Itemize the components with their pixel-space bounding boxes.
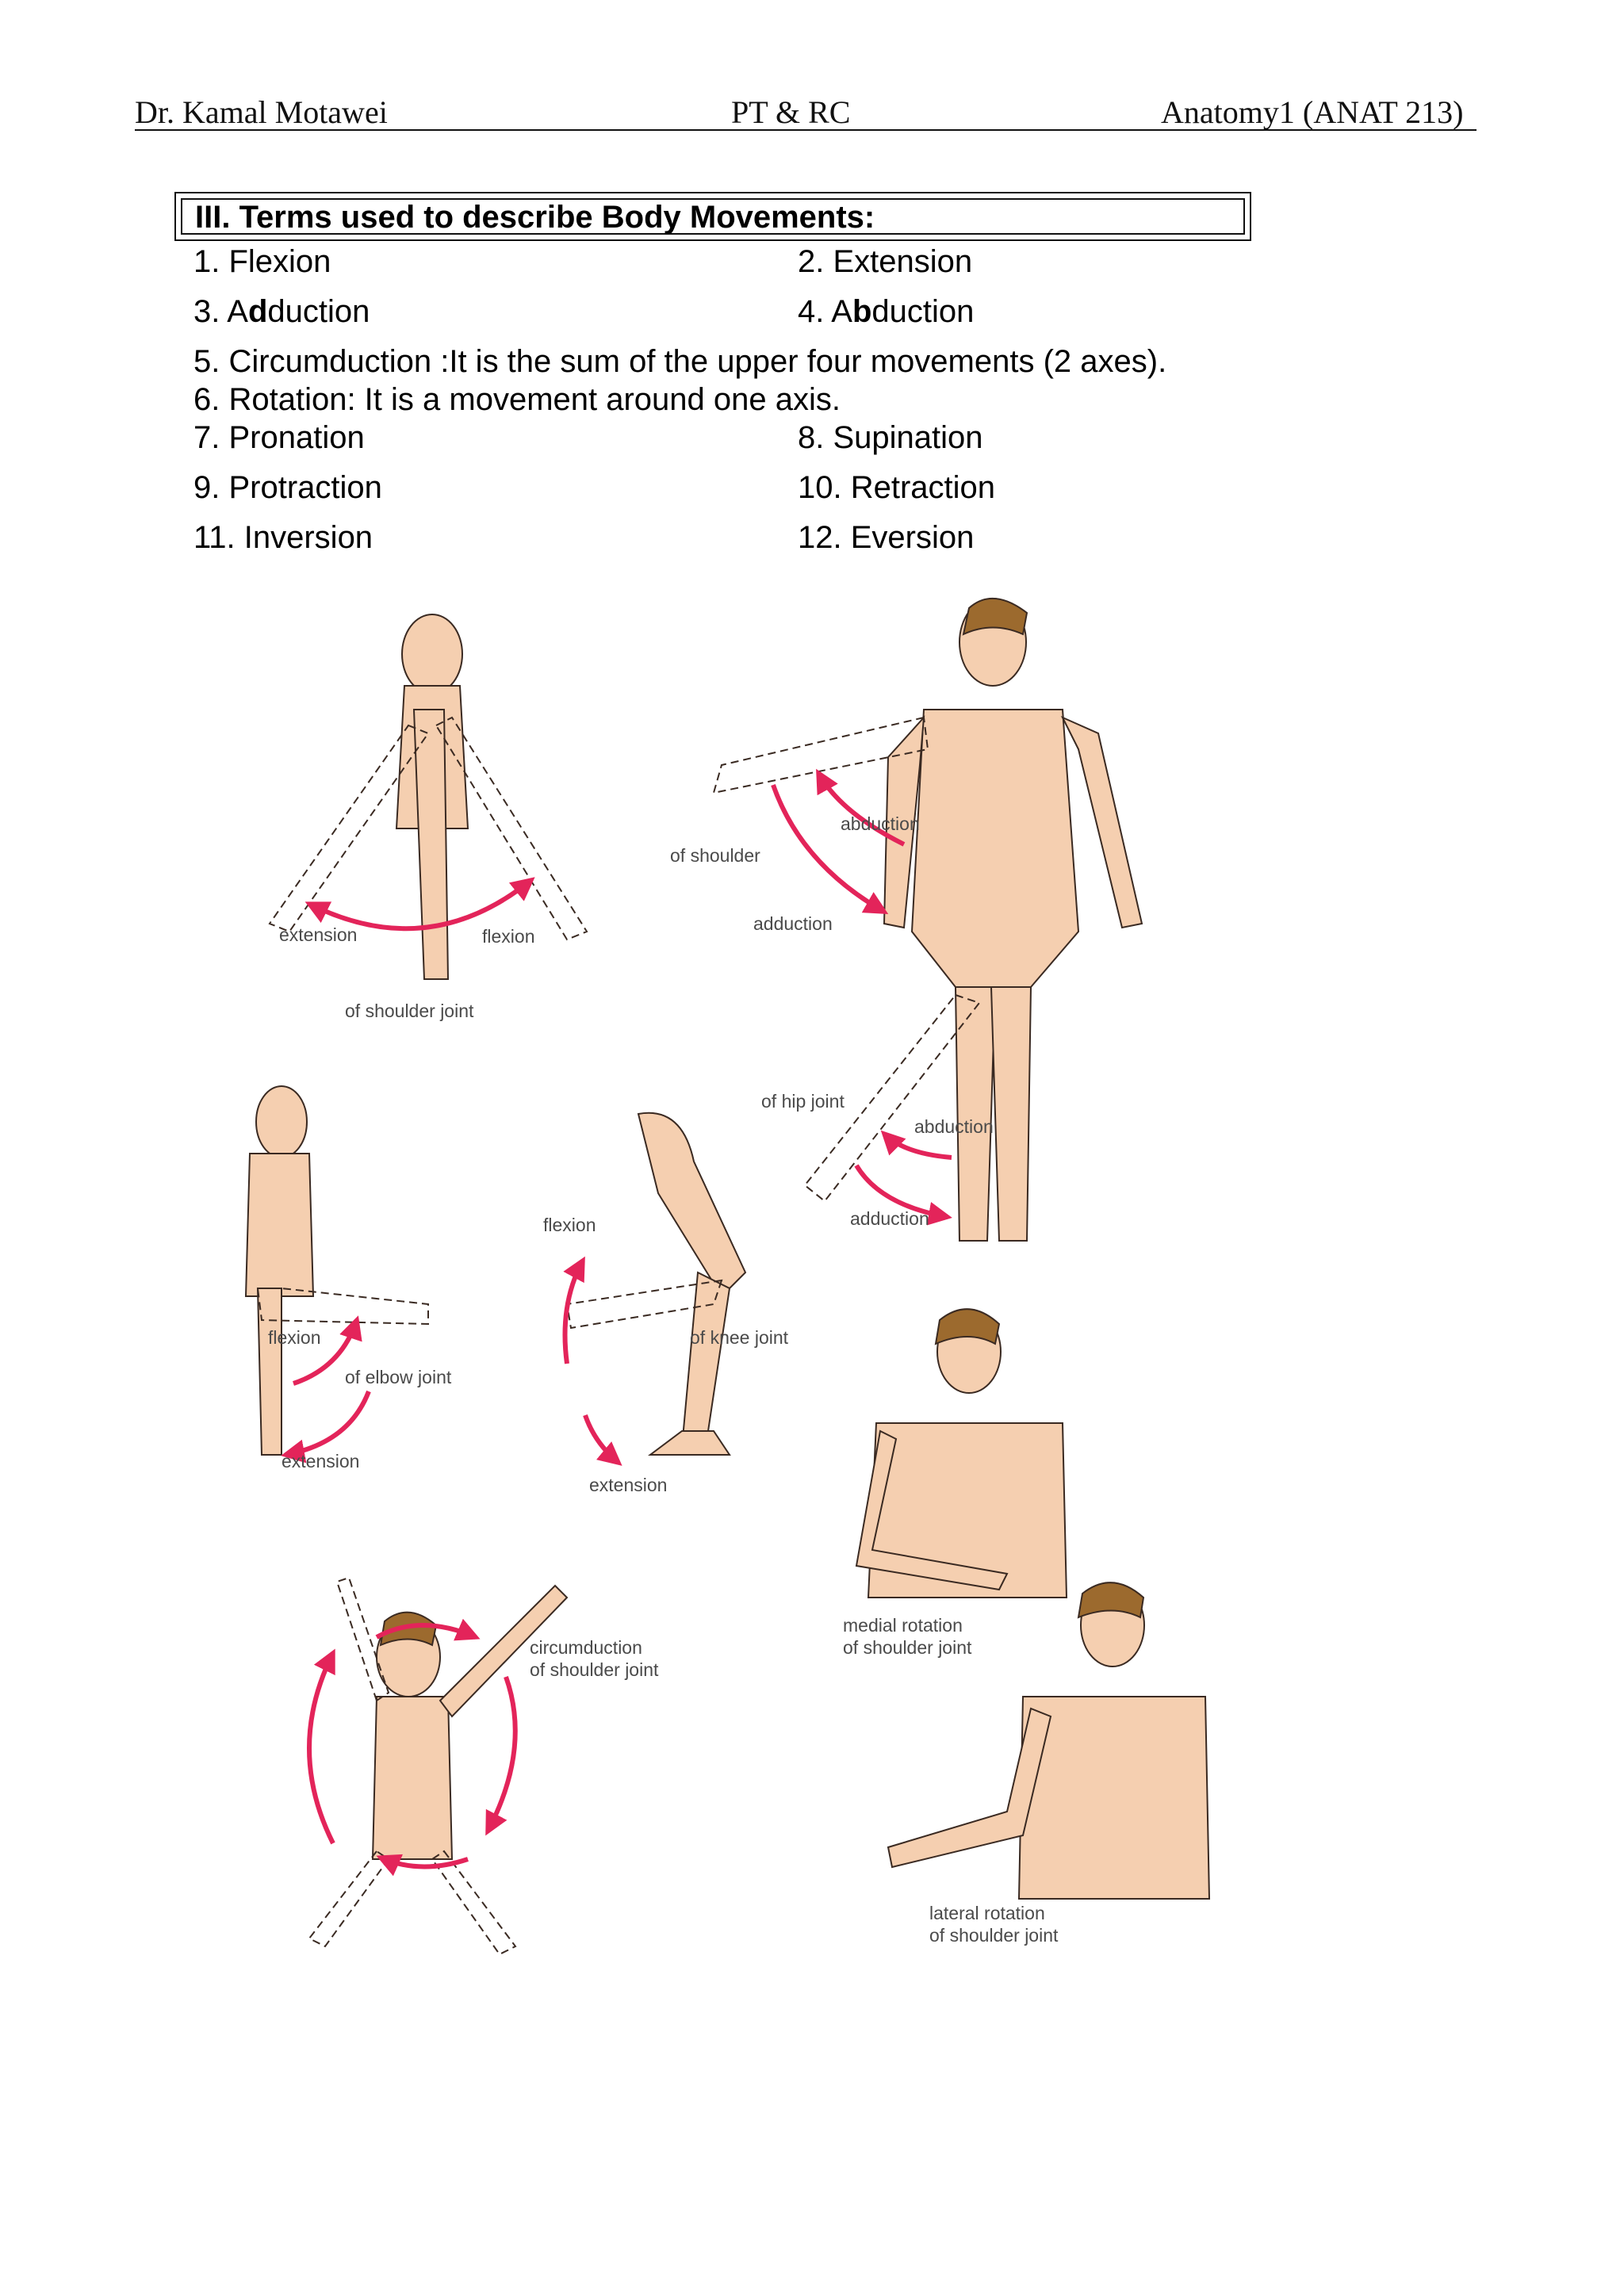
label-medial-rotation-joint: of shoulder joint — [843, 1637, 972, 1658]
term-circumduction: 5. Circumduction :It is the sum of the u… — [193, 344, 1167, 379]
circumduction-arrow-right — [485, 1675, 518, 1836]
term-eversion: 12. Eversion — [798, 520, 975, 555]
term-retraction: 10. Retraction — [798, 470, 996, 505]
label-medial-rotation: medial rotation — [843, 1615, 963, 1636]
label-of-shoulder-joint: of shoulder joint — [345, 1001, 474, 1021]
circumduction-arrow-bottom — [376, 1854, 469, 1877]
label-circumduction-joint: of shoulder joint — [530, 1659, 659, 1680]
term-adduction-bold: d — [247, 294, 268, 329]
label-of-elbow-joint: of elbow joint — [345, 1367, 452, 1387]
circumduction-arrow-top — [375, 1618, 481, 1641]
label-elbow-extension: extension — [282, 1451, 359, 1471]
term-inversion: 11. Inversion — [193, 520, 373, 555]
label-hip-adduction: adduction — [850, 1208, 929, 1229]
shoulder-adduction-arrow — [771, 784, 889, 914]
elbow-flexion-extension-figure — [244, 1085, 429, 1456]
label-knee-extension: extension — [589, 1475, 667, 1495]
hip-adduction-arrow — [854, 1164, 952, 1226]
term-abduction-post: duction — [871, 294, 975, 329]
label-abduction: abduction — [841, 813, 920, 834]
term-adduction-post: duction — [267, 294, 370, 329]
label-of-hip-joint: of hip joint — [761, 1091, 845, 1112]
label-of-knee-joint: of knee joint — [690, 1327, 789, 1348]
knee-flexion-arrow — [562, 1256, 585, 1364]
label-adduction: adduction — [753, 913, 833, 934]
header-program: PT & RC — [731, 94, 851, 130]
standing-figure — [712, 598, 1143, 1242]
term-flexion: 1. Flexion — [193, 244, 331, 279]
term-abduction: 4. Abduction — [798, 294, 974, 330]
shoulder-flexion-extension-arrow — [304, 877, 535, 932]
elbow-flexion-arrow — [293, 1315, 362, 1386]
body-movements-illustration: extension flexion of shoulder joint abdu… — [244, 598, 1211, 1956]
header-author: Dr. Kamal Motawei — [135, 94, 388, 130]
term-adduction-pre: 3. A — [193, 294, 248, 329]
term-abduction-bold: b — [852, 294, 872, 329]
term-extension: 2. Extension — [798, 244, 973, 279]
medial-rotation-figure — [855, 1308, 1068, 1598]
term-abduction-pre: 4. A — [798, 294, 852, 329]
lateral-rotation-figure — [887, 1582, 1211, 1900]
hip-abduction-arrow — [880, 1130, 952, 1160]
label-lateral-rotation-joint: of shoulder joint — [929, 1925, 1059, 1946]
knee-flexion-extension-figure — [565, 1112, 747, 1456]
label-knee-flexion: flexion — [543, 1215, 596, 1235]
header-course: Anatomy1 (ANAT 213) — [1161, 94, 1464, 130]
term-rotation: 6. Rotation: It is a movement around one… — [193, 382, 841, 417]
label-shoulder-flexion: flexion — [482, 926, 534, 947]
section-title: III. Terms used to describe Body Movemen… — [195, 200, 875, 235]
label-hip-abduction: abduction — [914, 1116, 994, 1137]
knee-extension-arrow — [583, 1414, 622, 1466]
header-rule — [135, 129, 1477, 131]
circumduction-arrow-left — [307, 1648, 335, 1845]
term-pronation: 7. Pronation — [193, 420, 365, 455]
elbow-extension-arrow — [281, 1390, 371, 1464]
label-shoulder-extension: extension — [279, 924, 357, 945]
label-of-shoulder: of shoulder — [670, 845, 760, 866]
label-lateral-rotation: lateral rotation — [929, 1903, 1045, 1923]
term-protraction: 9. Protraction — [193, 470, 382, 505]
term-supination: 8. Supination — [798, 420, 983, 455]
shoulder-abduction-arrow — [816, 768, 906, 847]
label-circumduction: circumduction — [530, 1637, 642, 1658]
label-elbow-flexion: flexion — [268, 1327, 320, 1348]
section-title-box: III. Terms used to describe Body Movemen… — [174, 192, 1251, 241]
section-title-inner-border — [181, 198, 1245, 235]
circumduction-figure — [308, 1576, 569, 1956]
term-adduction: 3. Adduction — [193, 294, 370, 330]
